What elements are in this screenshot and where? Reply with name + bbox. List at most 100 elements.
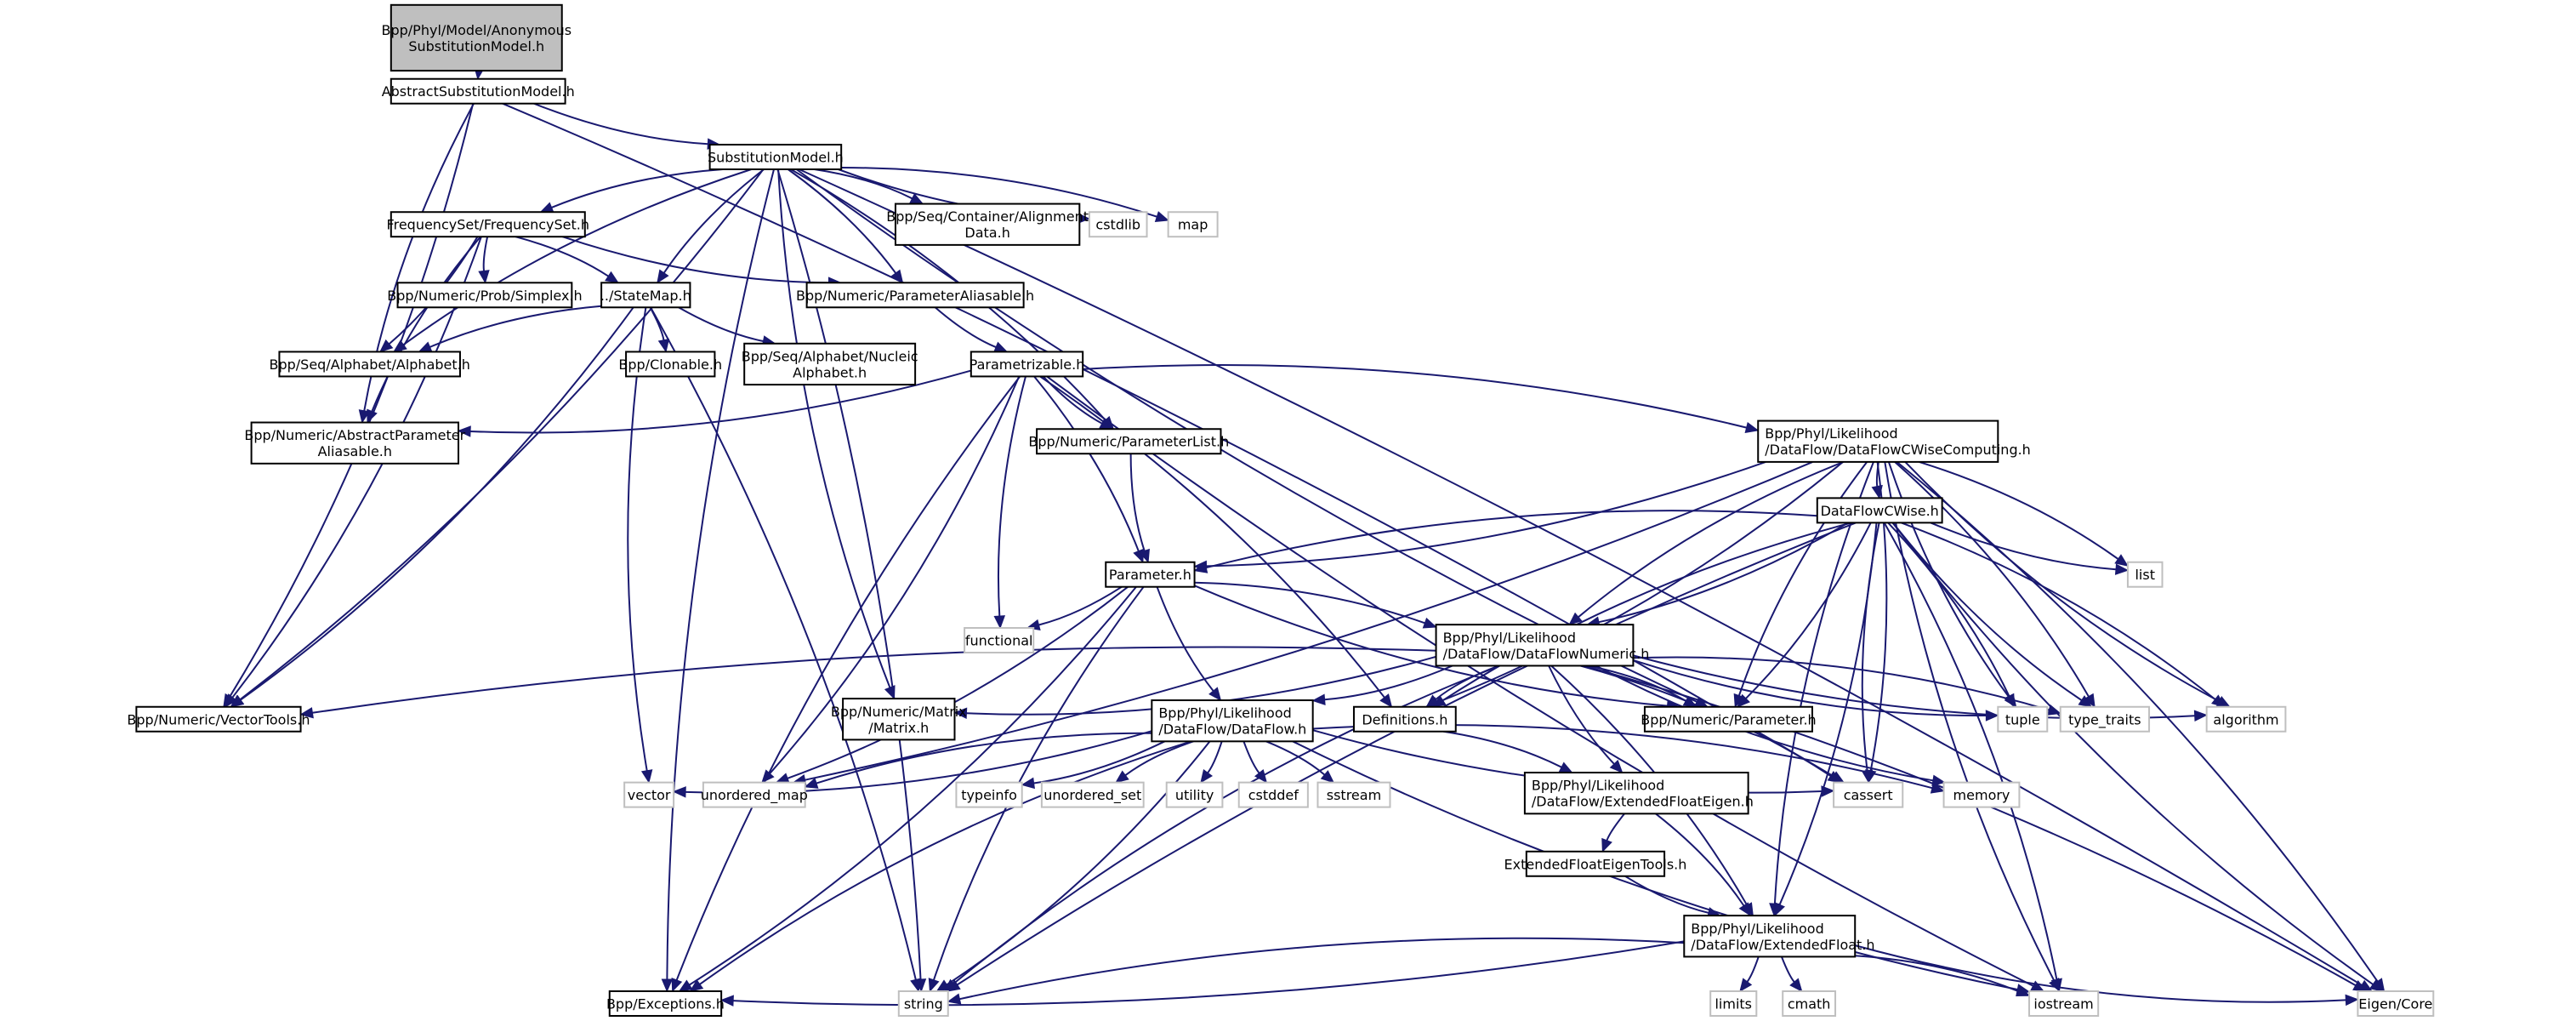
edge-extfloat-to-limits (1746, 956, 1760, 983)
node-label: Bpp/Phyl/Likelihood (1158, 705, 1291, 722)
node-numparameter[interactable]: Bpp/Numeric/Parameter.h (1641, 705, 1817, 733)
node-dfcwc[interactable]: Bpp/Phyl/Likelihood/DataFlow/DataFlowCWi… (1757, 419, 2031, 463)
node-fs[interactable]: FrequencySet/FrequencySet.h (387, 211, 589, 238)
node-iostream: iostream (2028, 990, 2100, 1017)
node-string: string (897, 990, 949, 1017)
node-box (1352, 705, 1457, 733)
node-dataflow[interactable]: Bpp/Phyl/Likelihood/DataFlow/DataFlow.h (1151, 699, 1314, 743)
node-box (1105, 561, 1196, 588)
node-sm[interactable]: SubstitutionModel.h (708, 144, 844, 170)
arrowhead-icon (1789, 978, 1803, 992)
node-paramlist[interactable]: Bpp/Numeric/ParameterList.h (1028, 428, 1229, 455)
node-label: Bpp/Numeric/Prob/Simplex.h (387, 288, 582, 304)
node-unordered_set: unordered_set (1040, 781, 1145, 808)
arrowhead-icon (1154, 211, 1169, 222)
node-root[interactable]: Bpp/Phyl/Model/AnonymousSubstitutionMode… (382, 3, 572, 72)
nodes-layer: Bpp/Phyl/Model/AnonymousSubstitutionMode… (127, 3, 2435, 1017)
edge-statemap-to-nucleic (678, 306, 764, 342)
node-asm[interactable]: AbstractSubstitutionModel.h (382, 77, 575, 105)
node-functional: functional (964, 627, 1035, 654)
arrowhead-icon (2345, 994, 2359, 1007)
node-box (390, 3, 563, 72)
edge-extfloat-to-cmath (1780, 956, 1795, 983)
node-box (1525, 850, 1666, 877)
edge-sm-to-matrix (777, 168, 891, 688)
node-label: algorithm (2213, 711, 2278, 727)
node-box (1523, 772, 1749, 815)
edge-paramlist-to-parameter (1129, 453, 1146, 551)
edge-statemap-to-alphabet (429, 305, 602, 348)
node-box (1782, 990, 1837, 1017)
node-box (702, 781, 806, 808)
node-vectortools[interactable]: Bpp/Numeric/VectorTools.h (127, 705, 310, 733)
node-efeigentools[interactable]: ExtendedFloatEigenTools.h (1504, 850, 1687, 877)
node-exceptions[interactable]: Bpp/Exceptions.h (606, 990, 725, 1017)
edge-dataflow-to-utility (1207, 740, 1223, 773)
node-label: Bpp/Phyl/Likelihood (1691, 921, 1823, 937)
node-box (1167, 211, 1219, 238)
arrowhead-icon (2211, 694, 2226, 708)
node-efeigen[interactable]: Bpp/Phyl/Likelihood/DataFlow/ExtendedFlo… (1523, 772, 1754, 815)
node-sstream: sstream (1316, 781, 1391, 808)
node-cstdlib: cstdlib (1088, 211, 1148, 238)
arrowhead-icon (928, 978, 940, 993)
node-simplex[interactable]: Bpp/Numeric/Prob/Simplex.h (387, 282, 583, 309)
node-box (897, 990, 949, 1017)
edge-extfloat-to-iostream (1855, 955, 2019, 992)
arrowhead-icon (947, 993, 962, 1005)
node-dfnumeric[interactable]: Bpp/Phyl/Likelihood/DataFlow/DataFlowNum… (1435, 624, 1650, 667)
edge-definitions-to-efeigen (1443, 730, 1562, 768)
node-box (955, 781, 1023, 808)
arrowhead-icon (689, 979, 704, 992)
edge-dfcwise-to-extfloat (1778, 522, 1878, 905)
node-clonable[interactable]: Bpp/Clonable.h (618, 351, 722, 378)
arrowhead-icon (1311, 693, 1326, 706)
node-box (2028, 990, 2100, 1017)
node-type_traits: type_traits (2059, 705, 2151, 733)
node-dfcwise[interactable]: DataFlowCWise.h (1816, 497, 1943, 524)
edge-parametrizable-to-absparamalias (469, 369, 972, 434)
arrowhead-icon (225, 693, 238, 708)
node-label: map (1178, 217, 1208, 233)
node-parametrizable[interactable]: Parametrizable.h (970, 351, 1085, 378)
edge-parameter-to-dataflow (1156, 586, 1214, 692)
edge-efeigentools-to-extfloat (1624, 875, 1709, 914)
edge-statemap-to-clonable (649, 306, 665, 340)
node-paramalias[interactable]: Bpp/Numeric/ParameterAliasable.h (796, 282, 1034, 309)
arrowhead-icon (1737, 693, 1750, 708)
node-extfloat[interactable]: Bpp/Phyl/Likelihood/DataFlow/ExtendedFlo… (1683, 915, 1875, 958)
edge-paramalias-to-parametrizable (934, 306, 997, 349)
arrowhead-icon (1558, 761, 1573, 773)
node-definitions[interactable]: Definitions.h (1352, 705, 1457, 733)
edges-layer (223, 66, 2386, 1007)
edge-dfcwc-to-numparameter (1737, 461, 1868, 696)
edge-dfnumeric-to-efeigen (1548, 665, 1615, 765)
node-unordered_map: unordered_map (701, 781, 808, 808)
edge-dataflow-to-sstream (1265, 740, 1326, 776)
node-box (1237, 781, 1309, 808)
edge-fs-to-paramalias (562, 236, 829, 284)
node-matrix[interactable]: Bpp/Numeric/Matrix/Matrix.h (831, 698, 967, 741)
edge-dataflow-to-exceptions (699, 740, 1191, 985)
node-statemap[interactable]: ../StateMap.h (600, 282, 691, 309)
node-box (1316, 781, 1391, 808)
arrowhead-icon (1021, 777, 1035, 790)
arrowhead-icon (1739, 978, 1753, 993)
edge-parameter-to-unordered_map (787, 585, 1129, 779)
node-alphabet[interactable]: Bpp/Seq/Alphabet/Alphabet.h (270, 351, 470, 378)
node-label: Bpp/Clonable.h (618, 356, 722, 373)
edge-fs-to-absparamalias (371, 236, 481, 412)
edge-sm-to-statemap (662, 168, 765, 274)
node-box (964, 627, 1035, 654)
node-box (1709, 990, 1758, 1017)
arrowhead-icon (358, 409, 371, 424)
edge-dataflow-to-unordered_map (816, 732, 1152, 784)
arrowhead-icon (2083, 693, 2095, 708)
node-parameter[interactable]: Parameter.h (1105, 561, 1196, 588)
node-cmath: cmath (1782, 990, 1837, 1017)
node-box (1040, 781, 1145, 808)
edge-sm-to-paramalias (788, 168, 897, 274)
